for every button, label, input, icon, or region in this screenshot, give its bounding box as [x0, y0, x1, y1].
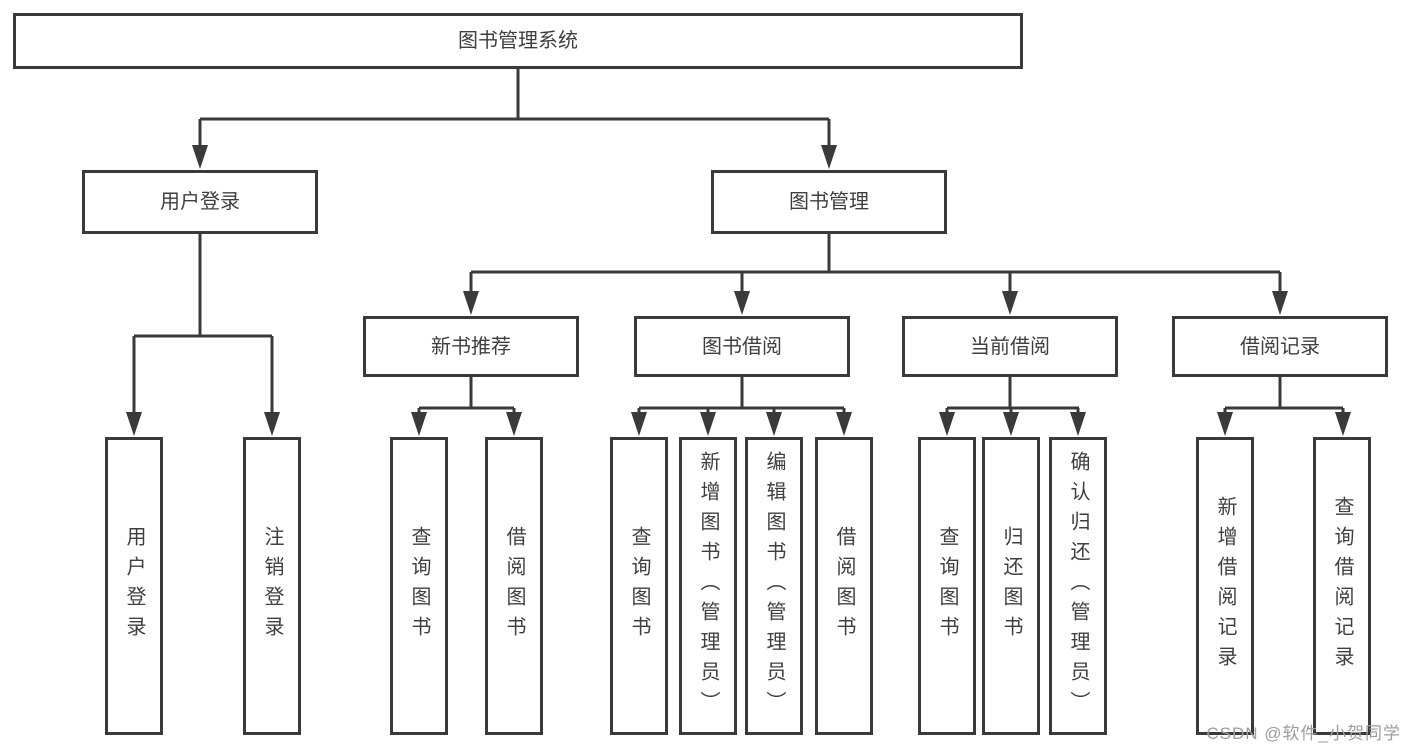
leaf-cb-query-books: 查询图书 — [918, 437, 976, 735]
leaf-bb-edit-books-admin: 编辑图书（管理员） — [745, 437, 803, 735]
leaf-bb-add-books-admin-label: 新增图书（管理员） — [697, 451, 719, 721]
connector-borrow-records — [1223, 377, 1345, 414]
leaf-bb-query-books: 查询图书 — [610, 437, 668, 735]
node-new-book-rec: 新书推荐 — [363, 316, 579, 377]
connector-root — [198, 69, 831, 147]
node-book-mgmt: 图书管理 — [711, 170, 947, 234]
leaf-br-query-record: 查询借阅记录 — [1313, 437, 1371, 735]
node-book-mgmt-label: 图书管理 — [789, 191, 869, 213]
leaf-cb-confirm-return-admin-label: 确认归还（管理员） — [1067, 451, 1089, 721]
leaf-bb-add-books-admin: 新增图书（管理员） — [679, 437, 737, 735]
leaf-rec-borrow-books-label: 借阅图书 — [503, 526, 525, 646]
leaf-rec-query-books-label: 查询图书 — [408, 526, 430, 646]
leaf-bb-query-books-label: 查询图书 — [628, 526, 650, 646]
leaf-br-add-record-label: 新增借阅记录 — [1214, 496, 1236, 676]
leaf-logout-label: 注销登录 — [261, 526, 283, 646]
leaf-bb-borrow-books-label: 借阅图书 — [833, 526, 855, 646]
node-user-login-label: 用户登录 — [160, 191, 240, 213]
node-borrow-records: 借阅记录 — [1172, 316, 1388, 377]
leaf-user-login: 用户登录 — [105, 437, 163, 735]
node-user-login: 用户登录 — [82, 170, 318, 234]
leaf-cb-return-books-label: 归还图书 — [1000, 526, 1022, 646]
node-new-book-rec-label: 新书推荐 — [431, 335, 511, 358]
connector-book-mgmt — [469, 234, 1282, 293]
node-current-borrow-label: 当前借阅 — [970, 335, 1050, 358]
leaf-cb-query-books-label: 查询图书 — [936, 526, 958, 646]
connector-user-login — [132, 234, 274, 414]
node-root: 图书管理系统 — [13, 13, 1023, 69]
leaf-rec-query-books: 查询图书 — [390, 437, 448, 735]
connector-current-borrow — [945, 377, 1080, 414]
leaf-cb-confirm-return-admin: 确认归还（管理员） — [1049, 437, 1107, 735]
connector-book-borrow — [637, 377, 846, 414]
node-book-borrow: 图书借阅 — [634, 316, 850, 377]
node-current-borrow: 当前借阅 — [902, 316, 1118, 377]
node-borrow-records-label: 借阅记录 — [1240, 335, 1320, 358]
leaf-br-add-record: 新增借阅记录 — [1196, 437, 1254, 735]
connector-new-book-rec — [417, 377, 516, 414]
leaf-br-query-record-label: 查询借阅记录 — [1331, 496, 1353, 676]
node-book-borrow-label: 图书借阅 — [702, 335, 782, 358]
leaf-bb-edit-books-admin-label: 编辑图书（管理员） — [763, 451, 785, 721]
leaf-cb-return-books: 归还图书 — [982, 437, 1040, 735]
leaf-logout: 注销登录 — [243, 437, 301, 735]
leaf-user-login-label: 用户登录 — [123, 526, 145, 646]
node-root-label: 图书管理系统 — [458, 30, 578, 52]
leaf-rec-borrow-books: 借阅图书 — [485, 437, 543, 735]
csdn-watermark: CSDN @软件_小贺同学 — [1206, 724, 1401, 743]
arrowheads — [126, 145, 1351, 436]
leaf-bb-borrow-books: 借阅图书 — [815, 437, 873, 735]
